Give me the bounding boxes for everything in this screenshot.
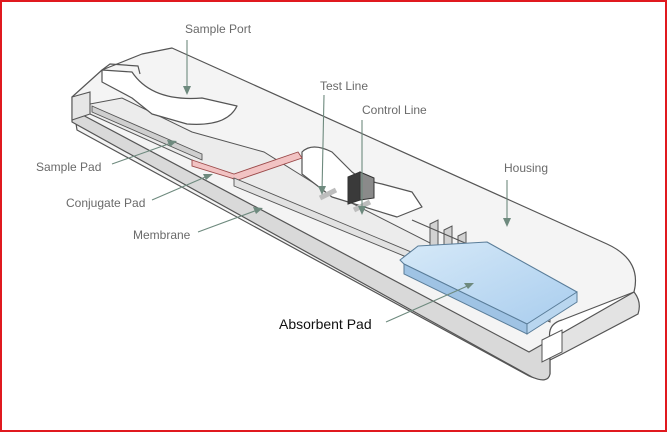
leader-membrane [197, 208, 261, 233]
housing-left-end [71, 91, 91, 121]
arrow-absorbent-pad [464, 283, 474, 289]
housing-notch [541, 329, 563, 363]
sample-port-rim [101, 63, 141, 75]
arrow-sample-pad [167, 140, 177, 147]
leader-test-line [321, 94, 325, 193]
label-control-line: Control Line [362, 103, 427, 117]
label-sample-pad: Sample Pad [36, 160, 101, 174]
arrow-test-line [318, 186, 326, 195]
label-absorbent-pad: Absorbent Pad [279, 316, 372, 332]
test-line-mark [318, 187, 338, 201]
label-test-line: Test Line [320, 79, 368, 93]
arrow-sample-port [183, 86, 191, 95]
housing-right-end [549, 291, 640, 361]
sample-port-opening [101, 69, 238, 125]
label-sample-port: Sample Port [185, 22, 252, 36]
leader-conjugate-pad [151, 174, 211, 201]
arrow-control-line [358, 206, 366, 215]
arrow-conjugate-pad [203, 174, 213, 180]
conjugate-pad-strip [191, 151, 303, 181]
sample-pad-strip [91, 105, 203, 161]
label-conjugate-pad: Conjugate Pad [66, 196, 145, 210]
leader-absorbent-pad [385, 283, 473, 323]
control-tab [347, 171, 361, 205]
label-membrane: Membrane [133, 228, 191, 242]
leader-sample-pad [111, 141, 175, 165]
leader-lines [111, 40, 511, 323]
arrow-membrane [253, 207, 263, 214]
arrow-housing [503, 218, 511, 227]
label-housing: Housing [504, 161, 548, 175]
